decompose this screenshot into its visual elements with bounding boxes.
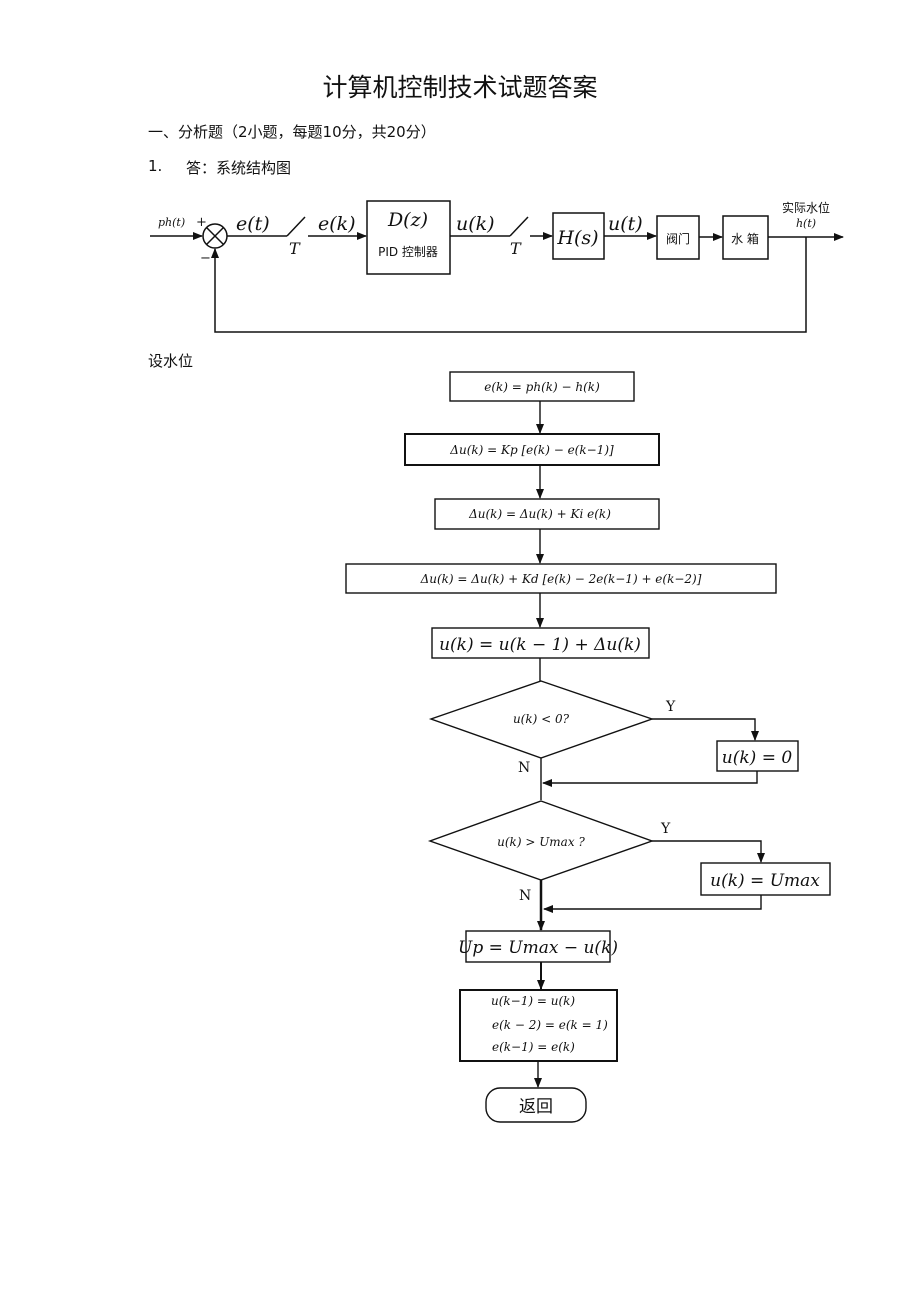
section-heading: 一、分析题（2小题，每题10分，共20分） <box>148 123 436 141</box>
sampler-switch-2 <box>509 216 529 237</box>
output-label: h(t) <box>796 217 816 230</box>
block-diagram: ph(t) + − e(t) T e(k) D(z) PID 控制器 u(k) … <box>150 200 844 333</box>
control-continuous-label: u(t) <box>608 213 643 235</box>
decision-max-text: u(k) > Umax ? <box>497 835 585 849</box>
step-margin-text: Up = Umax − u(k) <box>458 938 618 958</box>
decision-max-yes: Y <box>660 821 671 837</box>
question-answer-label: 答：系统结构图 <box>186 159 292 177</box>
step-shift-u: u(k−1) = u(k) <box>491 994 575 1008</box>
minus-sign: − <box>200 251 211 266</box>
clamp-zero-text: u(k) = 0 <box>722 748 793 768</box>
return-text: 返回 <box>519 1097 553 1117</box>
decision-max-no: N <box>519 888 531 904</box>
step-integral-text: Δu(k) = Δu(k) + Ki e(k) <box>468 507 611 521</box>
water-tank-label: 水 箱 <box>731 231 759 246</box>
step-shift-e1: e(k−1) = e(k) <box>492 1040 575 1054</box>
input-label: ph(t) <box>158 216 185 229</box>
page-title: 计算机控制技术试题答案 <box>322 73 598 102</box>
feedback-path <box>211 237 807 333</box>
output-description: 实际水位 <box>782 200 830 215</box>
return-terminator <box>485 1087 587 1123</box>
step-margin <box>465 930 611 963</box>
sampling-period-1: T <box>289 239 301 258</box>
decision-negative-no: N <box>518 760 530 776</box>
clamp-max-box <box>700 862 831 896</box>
question-number: 1. <box>148 157 163 175</box>
step-derivative <box>345 563 777 594</box>
step-shift-e2: e(k − 2) = e(k = 1) <box>492 1018 608 1032</box>
hold-transfer-label: H(s) <box>556 227 598 249</box>
step-error-calc-text: e(k) = ph(k) − h(k) <box>484 380 600 394</box>
step-error-calc <box>449 371 635 402</box>
pid-label: PID 控制器 <box>378 245 438 259</box>
step-derivative-text: Δu(k) = Δu(k) + Kd [e(k) − 2e(k−1) + e(k… <box>420 572 702 586</box>
step-integral <box>434 498 660 530</box>
setup-text: 设水位 <box>148 352 194 370</box>
controller-transfer-label: D(z) <box>387 209 428 231</box>
pid-controller-block <box>366 200 451 275</box>
error-continuous-label: e(t) <box>236 213 270 235</box>
step-proportional <box>404 433 660 466</box>
error-discrete-label: e(k) <box>318 213 356 235</box>
plus-sign: + <box>196 215 207 230</box>
flowchart: e(k) = ph(k) − h(k) Δu(k) = Kp [e(k) − e… <box>345 371 831 1123</box>
sampling-period-2: T <box>510 239 522 258</box>
clamp-max-text: u(k) = Umax <box>710 871 820 891</box>
decision-negative-yes: Y <box>665 699 676 715</box>
step-proportional-text: Δu(k) = Kp [e(k) − e(k−1)] <box>449 443 614 457</box>
decision-negative-text: u(k) < 0? <box>513 712 570 726</box>
sampler-switch-1 <box>286 216 306 237</box>
control-discrete-label: u(k) <box>456 213 495 235</box>
step-output-update-text: u(k) = u(k − 1) + Δu(k) <box>439 635 641 655</box>
valve-label: 阀门 <box>666 231 690 246</box>
